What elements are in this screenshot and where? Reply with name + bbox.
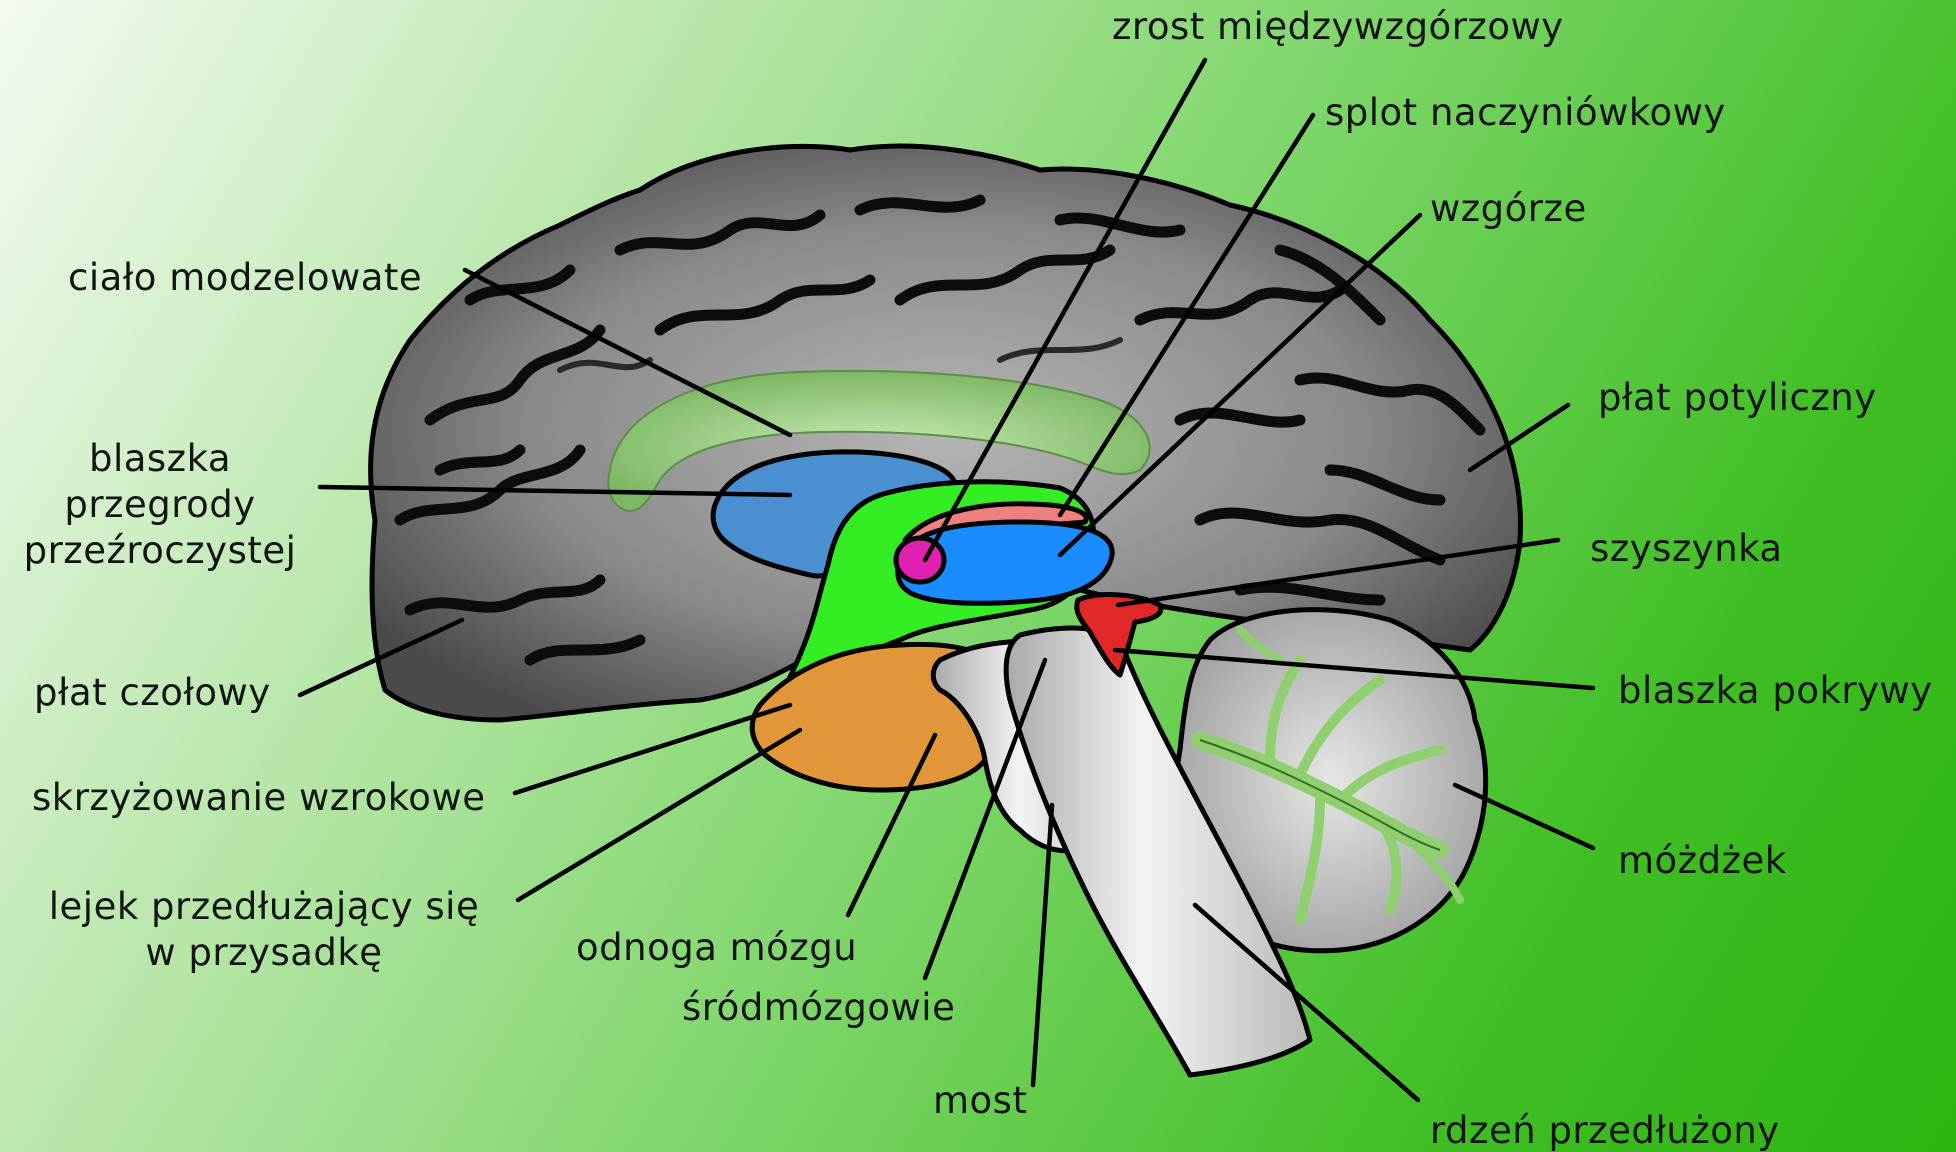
label-skrzyzowanie-wzrokowe: skrzyżowanie wzrokowe [32, 775, 485, 821]
label-lejek-line-2: w przysadkę [30, 930, 498, 976]
label-wzgorze: wzgórze [1430, 186, 1587, 232]
label-srodmozgowie: śródmózgowie [682, 985, 955, 1031]
label-szyszynka: szyszynka [1590, 526, 1783, 572]
label-zrost-miedzywzgorzowy: zrost międzywzgórzowy [1112, 4, 1564, 50]
label-cialo-modzelowate: ciało modzelowate [68, 255, 422, 301]
leader-skrzyzowanie [515, 705, 790, 793]
label-most: most [933, 1078, 1027, 1124]
interthalamic-adhesion [896, 538, 944, 582]
label-lejek-line-1: lejek przedłużający się [30, 884, 498, 930]
label-splot-naczyniowkowy: splot naczyniówkowy [1325, 90, 1726, 136]
label-blaszka-pokrywy: blaszka pokrywy [1618, 668, 1933, 714]
label-plat-czolowy: płat czołowy [34, 670, 271, 716]
label-rdzen-przedluzony: rdzeń przedłużony [1430, 1108, 1780, 1152]
label-blaszka-line-1: blaszka [14, 436, 306, 482]
label-odnoga-mozgu: odnoga mózgu [576, 925, 857, 971]
label-blaszka-line-2: przegrody [14, 482, 306, 528]
label-blaszka-przegrody: blaszka przegrody przeźroczystej [14, 436, 306, 574]
label-plat-potyliczny: płat potyliczny [1598, 375, 1877, 421]
leader-lejek [518, 730, 800, 900]
label-lejek: lejek przedłużający się w przysadkę [30, 884, 498, 976]
label-blaszka-line-3: przeźroczystej [14, 528, 306, 574]
label-mozdzek: móżdżek [1618, 838, 1787, 884]
